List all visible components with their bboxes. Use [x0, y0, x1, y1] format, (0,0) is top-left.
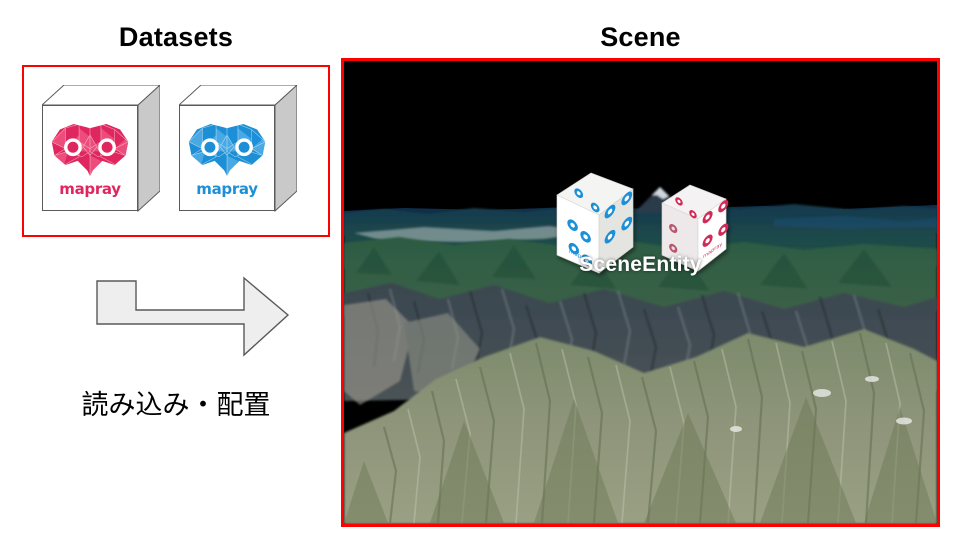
- owl-logo-icon: [188, 123, 266, 176]
- box-front-face: mapray: [42, 105, 138, 211]
- mapray-wordmark-red: mapray: [59, 179, 121, 198]
- mapray-wordmark-blue: mapray: [196, 179, 258, 198]
- terrain-render: [344, 61, 937, 524]
- box-front-face: mapray: [179, 105, 275, 211]
- dataset-box-blue[interactable]: mapray: [179, 85, 297, 213]
- mapray-logo-red: mapray: [47, 121, 133, 198]
- scene-panel-title: Scene: [600, 22, 681, 52]
- dataset-box-red[interactable]: mapray: [42, 85, 160, 213]
- flow-arrow-right-icon: [96, 276, 290, 357]
- mapray-logo-blue: mapray: [184, 121, 270, 198]
- datasets-panel: mapray: [22, 65, 330, 237]
- owl-logo-icon: [51, 123, 129, 176]
- datasets-panel-title: Datasets: [118, 22, 234, 52]
- scene-3d-viewport[interactable]: mapray mapray: [344, 61, 937, 524]
- scene-panel[interactable]: mapray mapray: [341, 58, 940, 527]
- load-and-place-caption: 読み込み・配置: [81, 390, 271, 421]
